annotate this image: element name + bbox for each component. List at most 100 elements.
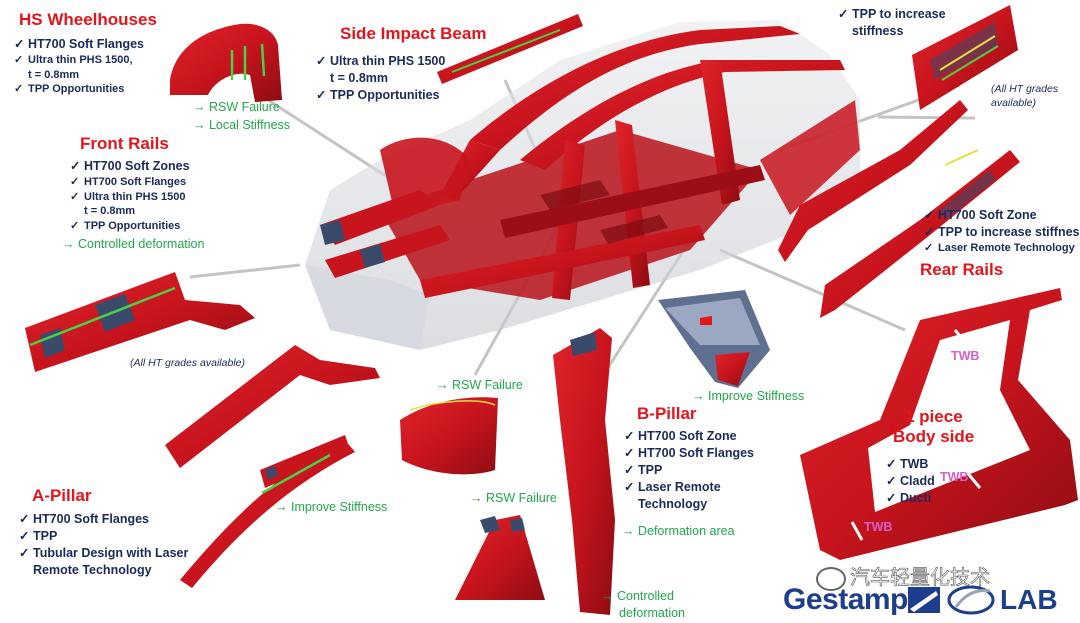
- side-impact-beam-list: ✓Ultra thin PHS 1500 t = 0.8mm ✓TPP Oppo…: [316, 53, 445, 104]
- list-item: Ducti: [900, 491, 932, 505]
- b-pillar-list: ✓HT700 Soft Zone ✓HT700 Soft Flanges ✓TP…: [624, 428, 754, 513]
- hs-wheelhouses-title: HS Wheelhouses: [19, 10, 157, 29]
- list-item: TPP to increase stiffnes: [938, 225, 1080, 239]
- b-pillar-title: B-Pillar: [637, 404, 697, 423]
- check-icon: ✓: [838, 7, 849, 21]
- check-icon: ✓: [316, 54, 327, 68]
- list-item: HT700 Soft Flanges: [84, 176, 187, 188]
- list-item: Laser Remote Technology: [938, 242, 1075, 254]
- watermark: 汽车轻量化技术: [816, 561, 990, 591]
- check-icon: ✓: [886, 457, 897, 471]
- gestamp-logo-icon: [908, 587, 940, 613]
- local-stiffness-note: → Local Stiffness: [193, 118, 291, 132]
- list-item: HT700 Soft Zone: [638, 429, 737, 443]
- rsw-failure-note: → RSW Failure: [193, 100, 280, 114]
- front-rail-part: [25, 272, 255, 372]
- list-item: TPP: [638, 463, 663, 477]
- list-item: Technology: [638, 497, 708, 511]
- check-icon: ✓: [624, 446, 635, 460]
- list-item: Cladd: [900, 474, 935, 488]
- list-item: HT700 Soft Zone: [938, 208, 1037, 222]
- rsw-part-lower: [455, 515, 545, 600]
- a-pillar-title: A-Pillar: [32, 486, 92, 505]
- body-side-part: [800, 288, 1078, 560]
- controlled-deformation-note-b: → Controlled: [601, 589, 674, 603]
- deformation-area-note: → Deformation area: [622, 524, 735, 538]
- rsw-failure-note-lower: → RSW Failure: [470, 491, 557, 505]
- b-pillar-part: [553, 328, 615, 615]
- list-item: TWB: [900, 457, 929, 471]
- a-pillar-parts: [165, 345, 380, 588]
- check-icon: ✓: [624, 429, 635, 443]
- body-side-title-1: 1 piece: [905, 407, 963, 426]
- roof-tpp-part: [912, 5, 1018, 110]
- controlled-deformation-note: → Controlled deformation: [62, 237, 205, 251]
- list-item: Ultra thin PHS 1500,: [28, 54, 133, 66]
- gestamp-logo-text: Gestamp: [783, 583, 908, 616]
- list-item: TPP Opportunities: [28, 83, 125, 95]
- check-icon: ✓: [19, 512, 30, 526]
- list-item: stiffness: [852, 24, 904, 38]
- list-item: HT700 Soft Zones: [84, 159, 190, 173]
- list-item: TPP to increase: [852, 7, 946, 21]
- wechat-icon: [816, 566, 846, 591]
- check-icon: ✓: [14, 37, 25, 51]
- side-impact-beam-part: [437, 14, 583, 84]
- improve-stiffness-note-b: → Improve Stiffness: [692, 389, 805, 403]
- side-impact-beam-title: Side Impact Beam: [340, 24, 487, 43]
- check-icon: ✓: [886, 474, 897, 488]
- rear-rails-title: Rear Rails: [920, 260, 1004, 279]
- list-item: TPP Opportunities: [84, 219, 181, 232]
- check-icon: ✓: [70, 176, 80, 188]
- hs-wheelhouses-list: ✓HT700 Soft Flanges ✓Ultra thin PHS 1500…: [14, 36, 144, 97]
- list-item: t = 0.8mm: [84, 205, 136, 217]
- lab-logo-text: LAB: [1000, 584, 1058, 615]
- controlled-deformation-note-b-2: deformation: [619, 606, 686, 620]
- rsw-failure-note-middle: → RSW Failure: [436, 378, 523, 392]
- lab-logo-icon: [947, 585, 995, 615]
- wheelhouse-part: [170, 23, 282, 102]
- b-pillar-detail-part: [658, 290, 770, 388]
- check-icon: ✓: [624, 480, 635, 494]
- check-icon: ✓: [14, 54, 24, 66]
- check-icon: ✓: [70, 190, 80, 203]
- list-item: TPP Opportunities: [330, 88, 440, 102]
- list-item: t = 0.8mm: [28, 68, 80, 81]
- check-icon: ✓: [19, 546, 30, 560]
- twb-tag: TWB: [951, 349, 980, 363]
- twb-tag: TWB: [940, 470, 969, 484]
- check-icon: ✓: [14, 83, 24, 95]
- front-rails-title: Front Rails: [80, 134, 169, 153]
- list-item: Ultra thin PHS 1500: [330, 54, 446, 68]
- improve-stiffness-note-a: → Improve Stiffness: [275, 500, 388, 514]
- check-icon: ✓: [886, 491, 897, 505]
- list-item: HT700 Soft Flanges: [33, 512, 149, 526]
- grades-note-roof: (All HT grades available): [991, 83, 1059, 109]
- a-pillar-list: ✓HT700 Soft Flanges ✓TPP ✓Tubular Design…: [19, 511, 188, 579]
- check-icon: ✓: [924, 225, 935, 239]
- check-icon: ✓: [70, 159, 81, 173]
- list-item: HT700 Soft Flanges: [638, 446, 754, 460]
- check-icon: ✓: [19, 529, 30, 543]
- list-item: Remote Technology: [33, 563, 152, 577]
- check-icon: ✓: [70, 219, 80, 232]
- twb-tag: TWB: [864, 520, 893, 534]
- check-icon: ✓: [624, 463, 635, 477]
- list-item: HT700 Soft Flanges: [28, 37, 144, 51]
- rear-rail-parts: [778, 100, 1020, 318]
- grades-note-front: (All HT grades available): [130, 357, 245, 369]
- check-icon: ✓: [924, 242, 934, 254]
- body-in-white: [305, 20, 860, 350]
- rear-rails-list: ✓HT700 Soft Zone ✓TPP to increase stiffn…: [924, 207, 1080, 256]
- rsw-part: [400, 397, 498, 475]
- list-item: Laser Remote: [638, 480, 721, 494]
- front-rails-list: ✓HT700 Soft Zones ✓HT700 Soft Flanges ✓U…: [70, 158, 190, 233]
- check-icon: ✓: [316, 88, 327, 102]
- body-side-list: ✓TWB ✓Cladd ✓Ducti: [886, 456, 935, 507]
- list-item: TPP: [33, 529, 58, 543]
- list-item: t = 0.8mm: [330, 71, 389, 85]
- list-item: Tubular Design with Laser: [33, 546, 189, 560]
- roof-list: ✓TPP to increase stiffness: [838, 6, 946, 40]
- check-icon: ✓: [924, 208, 935, 222]
